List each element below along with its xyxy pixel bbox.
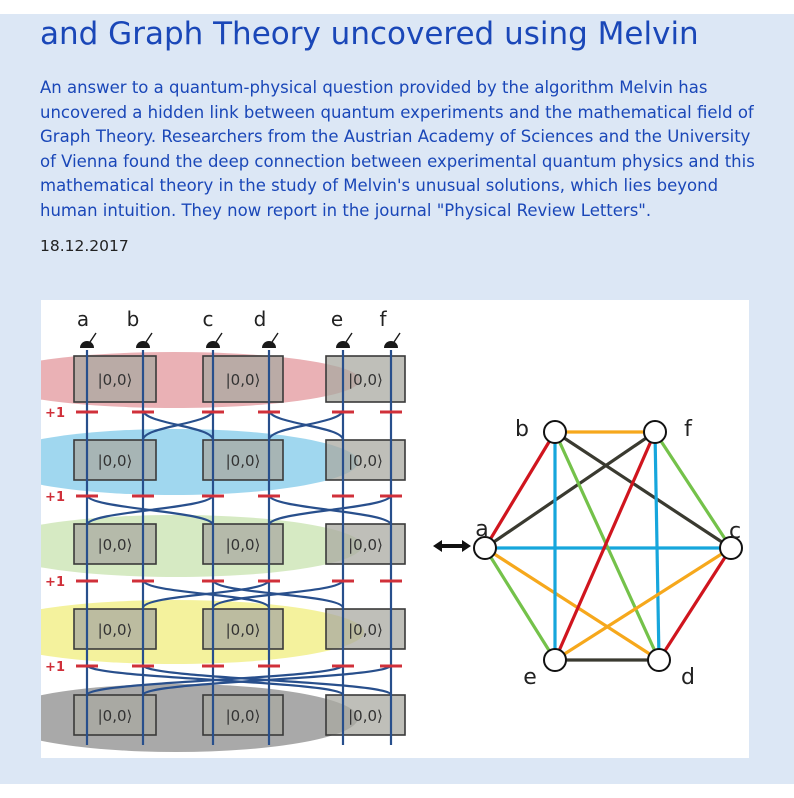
vertex-label: d bbox=[681, 665, 695, 690]
crystal-state-label: |0,0⟩ bbox=[98, 371, 133, 389]
graph-edge bbox=[553, 431, 661, 661]
detector-icon bbox=[80, 341, 94, 348]
detector-icon bbox=[206, 341, 220, 348]
phase-label: +1 bbox=[45, 575, 65, 590]
crossing-path bbox=[141, 579, 271, 609]
crystal-state-label: |0,0⟩ bbox=[348, 621, 383, 639]
article-abstract: An answer to a quantum-physical question… bbox=[40, 78, 755, 220]
graph-vertex bbox=[543, 648, 567, 672]
vertex-label: e bbox=[523, 665, 537, 690]
crystal-state-label: |0,0⟩ bbox=[348, 536, 383, 554]
detector-wire bbox=[89, 332, 97, 343]
detector-icon bbox=[384, 341, 398, 348]
crystal-state-label: |0,0⟩ bbox=[226, 621, 261, 639]
phase-label: +1 bbox=[45, 490, 65, 505]
detector-icon bbox=[336, 341, 350, 348]
crystal-state-label: |0,0⟩ bbox=[348, 707, 383, 725]
detector-wire bbox=[345, 332, 353, 343]
detector-label: f bbox=[379, 307, 387, 331]
bottom-strip bbox=[0, 784, 794, 798]
detector-label: a bbox=[77, 307, 89, 331]
detector-wire bbox=[271, 332, 279, 343]
detector-label: e bbox=[331, 307, 343, 331]
detector-wire bbox=[215, 332, 223, 343]
detector-wire bbox=[393, 332, 401, 343]
detector-label: c bbox=[203, 307, 214, 331]
crossing-path bbox=[267, 409, 345, 441]
graph-edge bbox=[484, 430, 656, 550]
graph-vertex bbox=[719, 536, 743, 560]
top-strip bbox=[0, 0, 794, 14]
crystal-state-label: |0,0⟩ bbox=[226, 707, 261, 725]
crossing-path bbox=[85, 494, 215, 526]
crossing-path bbox=[85, 663, 345, 697]
crystal-state-label: |0,0⟩ bbox=[226, 452, 261, 470]
graph-vertex bbox=[543, 420, 567, 444]
quantum-graph-figure: |0,0⟩ |0,0⟩ |0,0⟩ |0,0⟩ |0,0⟩ |0,0⟩ |0,0⟩ |0,0⟩… bbox=[0, 307, 743, 752]
crystal-state-label: |0,0⟩ bbox=[348, 371, 383, 389]
graph-edge bbox=[653, 431, 733, 549]
graph-vertex bbox=[647, 648, 671, 672]
crystal-state-label: |0,0⟩ bbox=[98, 536, 133, 554]
crystal-state-label: |0,0⟩ bbox=[98, 621, 133, 639]
graph-edge bbox=[554, 546, 732, 662]
graph-edge bbox=[653, 431, 661, 661]
graph-edge bbox=[553, 431, 657, 661]
graph-edge bbox=[484, 546, 660, 662]
crystal-state-label: |0,0⟩ bbox=[226, 536, 261, 554]
detector-label: d bbox=[254, 307, 267, 331]
vertex-label: f bbox=[684, 417, 693, 442]
crossing-path bbox=[141, 409, 215, 441]
graph-vertex bbox=[473, 536, 497, 560]
detector-label: b bbox=[127, 307, 140, 331]
crossing-path bbox=[267, 494, 393, 526]
article-title[interactable]: and Graph Theory uncovered using Melvin bbox=[40, 16, 699, 52]
graph-vertex bbox=[643, 420, 667, 444]
vertex-label: b bbox=[515, 417, 529, 442]
vertex-label: c bbox=[729, 519, 741, 544]
article-date: 18.12.2017 bbox=[40, 237, 129, 255]
phase-label: +1 bbox=[45, 406, 65, 421]
crystal-state-label: |0,0⟩ bbox=[226, 371, 261, 389]
detector-icon bbox=[262, 341, 276, 348]
equivalence-arrow bbox=[433, 540, 471, 552]
vertex-label: a bbox=[475, 517, 488, 542]
graph-edge bbox=[483, 547, 557, 661]
news-card: and Graph Theory uncovered using Melvin … bbox=[0, 14, 794, 784]
graph-edge bbox=[657, 547, 733, 661]
detector-wire bbox=[145, 332, 153, 343]
phase-label: +1 bbox=[45, 660, 65, 675]
article-figure: |0,0⟩ |0,0⟩ |0,0⟩ |0,0⟩ |0,0⟩ |0,0⟩ |0,0⟩ |0,0⟩… bbox=[0, 300, 749, 758]
graph-edge bbox=[554, 430, 732, 550]
crossing-path bbox=[211, 579, 345, 609]
detector-icon bbox=[136, 341, 150, 348]
crystal-state-label: |0,0⟩ bbox=[98, 707, 133, 725]
crossing-path bbox=[141, 663, 393, 697]
crystal-state-label: |0,0⟩ bbox=[98, 452, 133, 470]
crystal-state-label: |0,0⟩ bbox=[348, 452, 383, 470]
graph-edge bbox=[483, 431, 557, 549]
